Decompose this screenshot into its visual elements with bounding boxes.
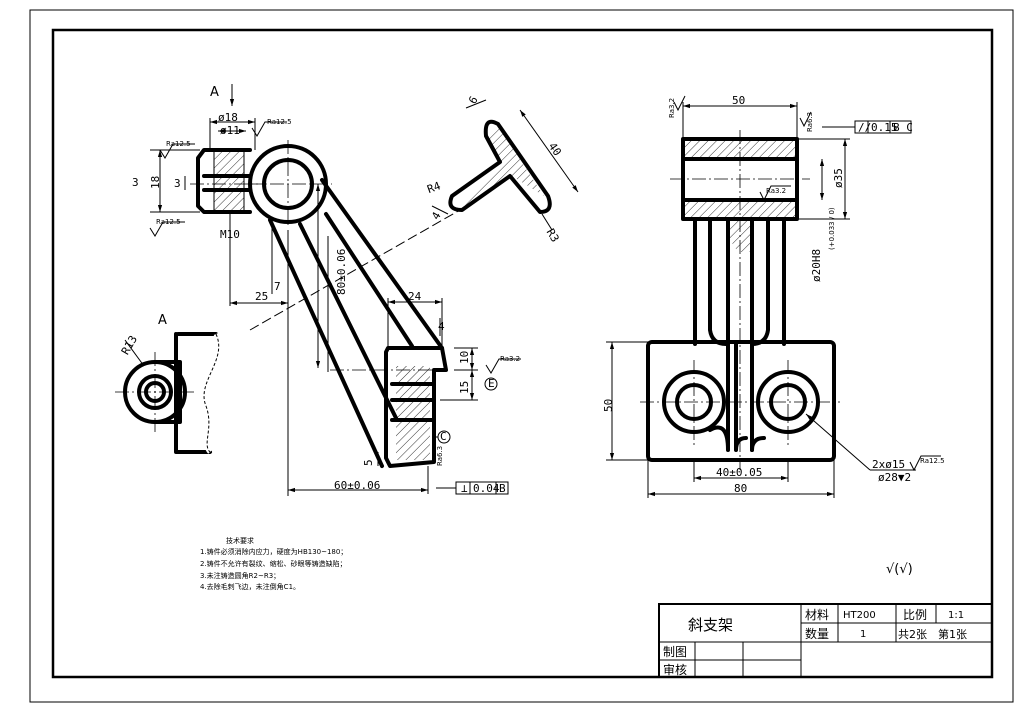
roughness-8: Ra3.2 bbox=[766, 187, 786, 195]
tech-req-line-3: 3.未注铸造圆角R2~R3； bbox=[200, 571, 280, 580]
view-a bbox=[115, 332, 222, 454]
front-view bbox=[149, 84, 521, 496]
tech-req-line-1: 1.铸件必须消除内应力，硬度为HB130~180； bbox=[200, 547, 347, 556]
tol-left-symbol: ⊥ bbox=[461, 482, 468, 495]
dim-r3: R3 bbox=[544, 227, 562, 245]
scale-value: 1:1 bbox=[948, 610, 964, 621]
roughness-9: Ra12.5 bbox=[920, 457, 945, 465]
roughness-4: Ra3.2 bbox=[500, 355, 520, 363]
rib-section bbox=[249, 99, 579, 331]
view-label-a-top: A bbox=[210, 85, 219, 100]
view-label-a: A bbox=[158, 313, 167, 328]
tech-req-line-4: 4.去除毛刺飞边，未注倒角C1。 bbox=[200, 582, 300, 591]
dim-5: 5 bbox=[362, 459, 375, 466]
dim-50-top: 50 bbox=[732, 94, 745, 107]
dim-24: 24 bbox=[408, 290, 422, 303]
qty-label: 数量 bbox=[805, 626, 829, 641]
dim-r4: R4 bbox=[426, 179, 443, 196]
tol-right-value: 0.15 bbox=[871, 121, 898, 134]
roughness-7: Ra6.3 bbox=[436, 446, 444, 466]
dim-15: 15 bbox=[458, 381, 471, 394]
dim-counterbore: ø28▼2 bbox=[878, 471, 911, 484]
roughness-3: Ra12.5 bbox=[156, 218, 181, 226]
dim-3a: 3 bbox=[132, 176, 139, 189]
part-name: 斜支架 bbox=[688, 616, 733, 634]
checked-label: 审核 bbox=[663, 662, 687, 677]
dim-40: 40±0.05 bbox=[716, 466, 762, 479]
dim-r13: R13 bbox=[119, 333, 140, 357]
dim-4: 4 bbox=[438, 320, 445, 333]
dim-18: 18 bbox=[149, 176, 162, 189]
dim-60: 60±0.06 bbox=[334, 479, 380, 492]
dim-d11: ø11 bbox=[220, 124, 240, 137]
dim-80: 80±0.06 bbox=[335, 249, 348, 295]
tol-left-value: 0.04 bbox=[473, 482, 500, 495]
material-label: 材料 bbox=[805, 608, 829, 622]
general-roughness: √(√) bbox=[886, 562, 913, 577]
dim-10: 10 bbox=[458, 351, 471, 364]
tech-req-title: 技术要求 bbox=[226, 536, 254, 545]
dim-50-side: 50 bbox=[602, 399, 615, 412]
roughness-6: Ra6.3 bbox=[806, 112, 814, 132]
dim-7: 7 bbox=[274, 280, 281, 293]
tech-requirements: 技术要求 1.铸件必须消除内应力，硬度为HB130~180； 2.铸件不允许有裂… bbox=[200, 536, 347, 591]
material-value: HT200 bbox=[843, 610, 876, 621]
drawn-label: 制图 bbox=[663, 645, 687, 659]
tol-left-datum: B bbox=[499, 482, 506, 495]
dim-d18: ø18 bbox=[218, 111, 238, 124]
title-block bbox=[658, 603, 993, 678]
datum-c: C bbox=[440, 430, 447, 443]
tol-right-datum: B C bbox=[893, 121, 913, 134]
sheet-number: 第1张 bbox=[938, 627, 967, 641]
dim-rib-width: 6 bbox=[466, 94, 481, 106]
sheets-total: 共2张 bbox=[898, 628, 927, 641]
dim-m10: M10 bbox=[220, 228, 240, 241]
qty-value: 1 bbox=[860, 629, 866, 640]
roughness-1: Ra12.5 bbox=[166, 140, 191, 148]
tech-req-line-2: 2.铸件不允许有裂纹、缩松、砂眼等铸造缺陷； bbox=[200, 559, 347, 568]
dim-holes: 2xø15 bbox=[872, 458, 905, 471]
dim-80-base: 80 bbox=[734, 482, 747, 495]
dim-d35: ø35 bbox=[832, 168, 845, 188]
tol-right-symbol: // bbox=[858, 121, 871, 134]
scale-label: 比例 bbox=[903, 608, 927, 622]
roughness-5: Ra3.2 bbox=[668, 98, 676, 118]
inner-border bbox=[51, 28, 994, 679]
datum-e: E bbox=[488, 377, 495, 390]
dim-d20-tol: (+0.033 / 0) bbox=[828, 207, 836, 250]
dim-rib-length: 40 bbox=[546, 140, 564, 158]
outer-border bbox=[29, 9, 1014, 703]
dim-25: 25 bbox=[255, 290, 268, 303]
roughness-2: Ra12.5 bbox=[267, 118, 292, 126]
dim-3b: 3 bbox=[174, 177, 181, 190]
dim-d20: ø20H8 bbox=[810, 249, 823, 282]
side-view bbox=[606, 95, 941, 498]
